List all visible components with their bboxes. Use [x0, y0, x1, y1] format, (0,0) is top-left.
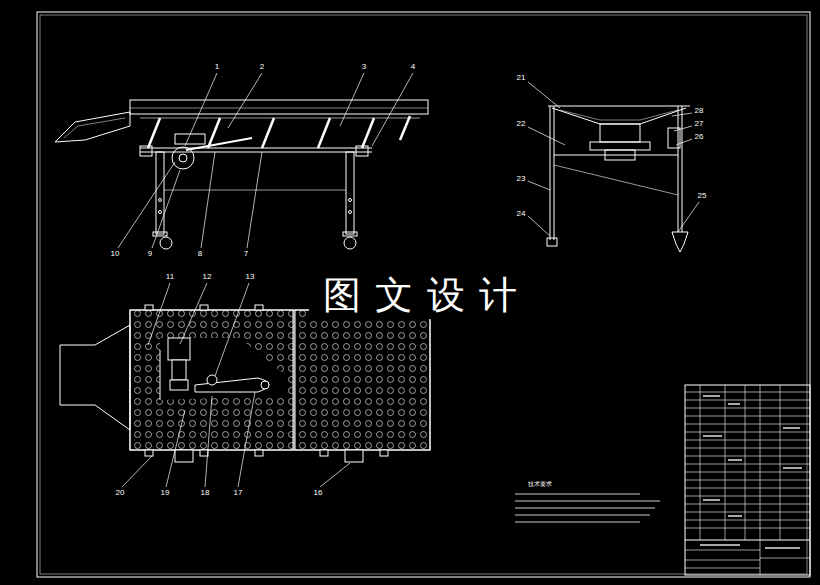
callout-number: 16: [313, 489, 324, 498]
drawing-frame: [37, 12, 810, 577]
callout-number: 24: [516, 210, 527, 219]
callout-number: 12: [202, 273, 213, 282]
callout-number: 3: [361, 63, 367, 72]
callout-number: 22: [516, 120, 527, 129]
notes-heading: 技术要求: [527, 481, 553, 488]
side-view: [547, 106, 690, 252]
leader-lines: [118, 73, 699, 487]
plan-view: [60, 305, 430, 462]
callout-number: 8: [197, 250, 203, 259]
callout-number: 1: [214, 63, 220, 72]
callout-number: 19: [160, 489, 171, 498]
callout-number: 25: [697, 192, 708, 201]
callout-number: 17: [233, 489, 244, 498]
callout-number: 10: [110, 250, 121, 259]
watermark: 图文设计: [309, 273, 531, 319]
callout-number: 4: [410, 63, 416, 72]
callout-number: 27: [694, 120, 705, 129]
callout-number: 9: [147, 250, 153, 259]
callout-number: 26: [694, 133, 705, 142]
notes-lines: [515, 494, 660, 522]
callout-number: 18: [200, 489, 211, 498]
callout-number: 2: [259, 63, 265, 72]
front-view: [55, 100, 428, 249]
callout-number: 13: [245, 273, 256, 282]
callout-number: 23: [516, 175, 527, 184]
callout-number: 11: [165, 273, 175, 282]
callout-number: 20: [115, 489, 126, 498]
callout-number: 7: [243, 250, 249, 259]
title-block: [685, 385, 810, 575]
callout-number: 28: [694, 107, 705, 116]
callout-number: 21: [516, 74, 527, 83]
